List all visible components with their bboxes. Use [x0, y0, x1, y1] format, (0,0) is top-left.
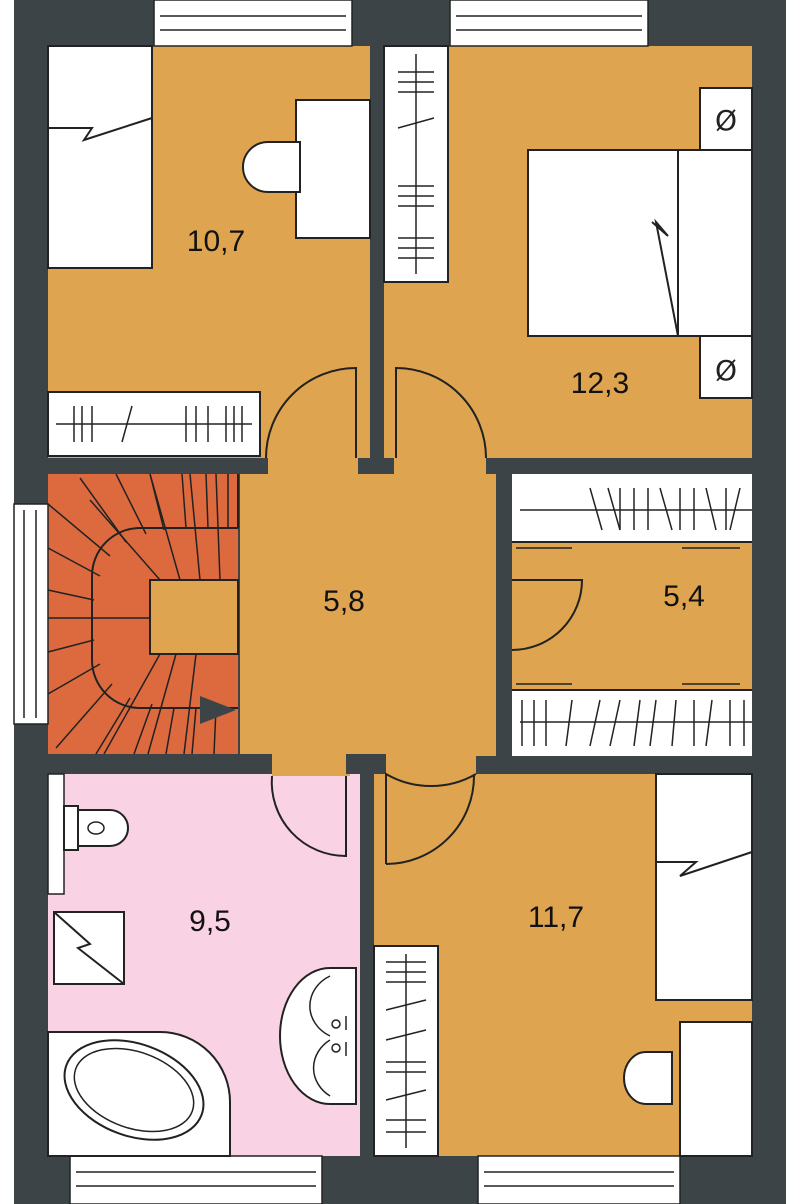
bath-partition: [47, 773, 65, 895]
area-label-bedroom-se: 11,7: [528, 901, 584, 934]
door-bedroom-nw: [265, 366, 357, 459]
wardrobe-se: [373, 945, 439, 1157]
area-label-bedroom-ne: 12,3: [571, 367, 629, 400]
wall-vertical-south: [360, 774, 374, 1156]
double-sink-icon: [279, 967, 357, 1105]
bathtub-icon: [47, 1031, 231, 1157]
wall-horizontal-west: [48, 458, 268, 474]
wall-horizontal-east: [486, 458, 752, 474]
chair-se: [623, 1051, 673, 1105]
desk-se: [679, 1021, 753, 1157]
stairs-direction-arrow-icon: [200, 696, 236, 724]
area-label-hall: 5,8: [323, 585, 365, 618]
door-bedroom-ne: [395, 366, 487, 459]
window-north-2: [449, 0, 649, 47]
nightstand-ne-bottom: Ø: [699, 335, 753, 399]
window-south-2: [477, 1155, 681, 1204]
shower-icon: [53, 911, 125, 985]
window-north-1: [153, 0, 353, 47]
wall-hall-bottom-east: [476, 756, 752, 774]
area-label-bathroom: 9,5: [189, 905, 231, 938]
door-bedroom-se: [385, 772, 477, 865]
window-west-stairs: [13, 503, 49, 725]
wardrobe-nw: [47, 391, 261, 457]
area-label-closet: 5,4: [663, 580, 705, 613]
wall-closet-west-top: [496, 474, 512, 580]
room-hall-floor: [240, 470, 496, 776]
bed-se: [655, 773, 753, 1001]
closet-rack-top: [512, 474, 752, 549]
bed-ne: [527, 149, 753, 337]
nightstand-symbol-top: Ø: [715, 104, 737, 137]
wardrobe-ne: [383, 45, 449, 283]
wall-hall-stub: [358, 458, 394, 474]
wall-vertical-north: [370, 46, 384, 462]
wall-closet-west-bottom: [496, 650, 512, 756]
closet-rack-bottom: [512, 683, 752, 756]
bed-nw: [47, 45, 153, 269]
window-south-1: [69, 1155, 323, 1204]
toilet-icon: [63, 805, 129, 851]
wall-bath-top-stub: [346, 754, 386, 774]
nightstand-ne-top: Ø: [699, 87, 753, 151]
desk-nw: [295, 99, 371, 239]
chair-nw: [242, 141, 301, 193]
hall-door-strip: [272, 754, 350, 776]
area-label-bedroom-nw: 10,7: [187, 225, 245, 258]
nightstand-symbol-bottom: Ø: [715, 354, 737, 387]
door-bathroom: [270, 775, 347, 858]
staircase: [47, 473, 239, 755]
wall-stairs-bottom: [48, 754, 272, 774]
door-closet: [511, 579, 584, 651]
